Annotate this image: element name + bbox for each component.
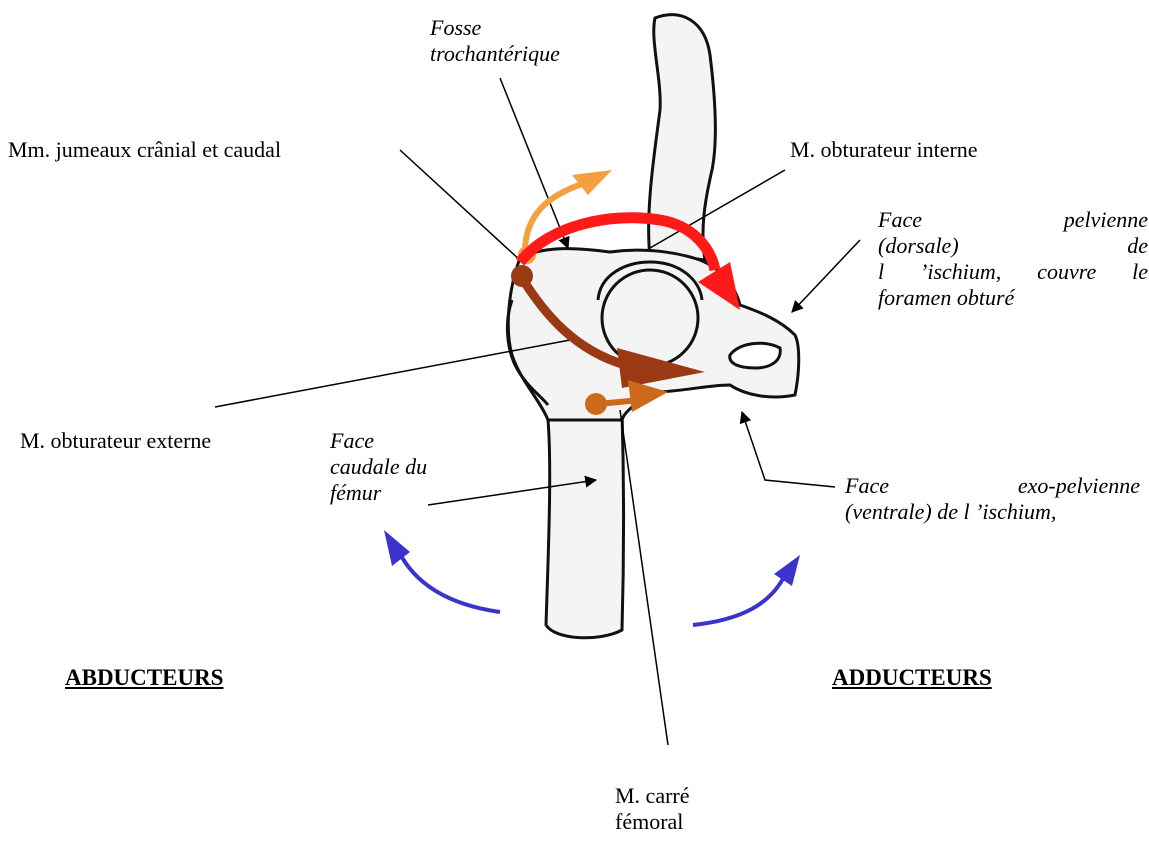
femoral-head xyxy=(602,270,698,366)
label-fosse-line1: Fosse xyxy=(430,15,560,41)
label-fosse-line2: trochantérique xyxy=(430,41,560,67)
leader-face-exo xyxy=(742,412,835,487)
label-abducteurs: ABDUCTEURS xyxy=(65,665,223,691)
leader-face-pelvienne xyxy=(792,240,860,312)
leader-carre xyxy=(620,410,668,745)
label-face-exo: Face exo-pelvienne (ventrale) de l ’isch… xyxy=(845,473,1140,525)
label-face-pelvienne-line4: foramen obturé xyxy=(878,285,1148,311)
obturator-foramen xyxy=(730,343,780,368)
arrow-adducteurs-head xyxy=(774,555,800,586)
label-face-pelvienne: Face pelvienne (dorsale) de l ’ischium, … xyxy=(874,203,1149,326)
arrow-obt-externe-origin xyxy=(511,265,533,287)
label-obt-externe: M. obturateur externe xyxy=(20,428,211,454)
label-face-caudale-line3: fémur xyxy=(330,480,427,506)
leader-jumeaux xyxy=(400,150,522,262)
femur-shaft xyxy=(546,410,624,638)
arrow-adducteurs xyxy=(693,575,785,625)
label-fosse: Fosse trochantérique xyxy=(430,15,560,67)
label-face-caudale-line1: Face xyxy=(330,428,427,454)
label-face-caudale: Face caudale du fémur xyxy=(330,428,427,506)
label-face-pelvienne-line2: (dorsale) de xyxy=(878,233,1148,259)
label-face-pelvienne-line3: l ’ischium, couvre le xyxy=(878,259,1148,285)
label-jumeaux: Mm. jumeaux crânial et caudal xyxy=(8,137,281,163)
label-face-exo-line2: (ventrale) de l ’ischium, xyxy=(845,499,1140,525)
arrow-jumeaux-head xyxy=(572,170,612,195)
label-carre-line2: fémoral xyxy=(615,809,690,835)
label-face-pelvienne-line1: Face pelvienne xyxy=(878,207,1148,233)
leader-obt-externe xyxy=(215,340,570,407)
arrow-carre-origin xyxy=(585,393,607,415)
label-obt-interne: M. obturateur interne xyxy=(790,137,978,163)
label-face-caudale-line2: caudale du xyxy=(330,454,427,480)
label-carre: M. carré fémoral xyxy=(615,783,690,835)
label-adducteurs: ADDUCTEURS xyxy=(832,665,992,691)
label-face-exo-line1: Face exo-pelvienne xyxy=(845,473,1140,499)
arrow-abducteurs xyxy=(398,550,500,612)
label-carre-line1: M. carré xyxy=(615,783,690,809)
